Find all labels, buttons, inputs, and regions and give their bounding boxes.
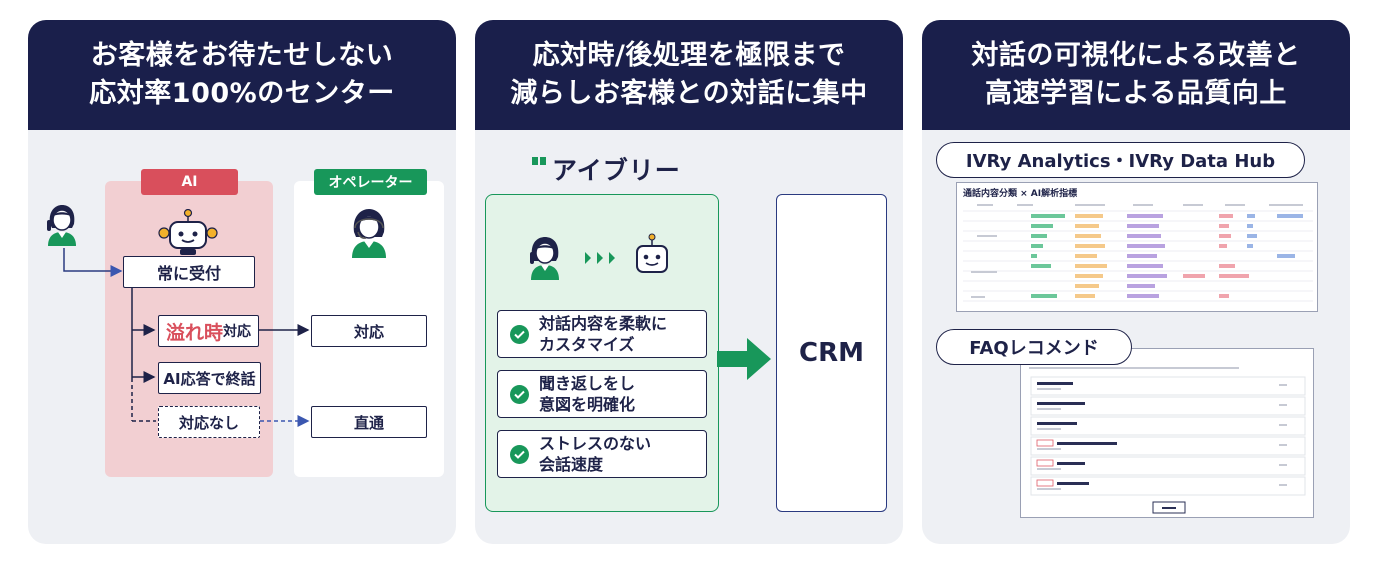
overflow-emphasis: 溢れ時 xyxy=(165,321,223,344)
analytics-screenshot: 通話内容分類 × AI解析指標 xyxy=(956,182,1318,312)
panel-title-line-1: 応対時/後処理を極限まで xyxy=(532,40,846,71)
panel-ivry-focus: 応対時/後処理を極限まで 減らしお客様との対話に集中 アイブリー xyxy=(475,20,903,544)
panel-visualization: 対話の可視化による改善と 高速学習による品質向上 通話内容分類 × AI解析指標 xyxy=(922,20,1350,544)
operator-label: オペレーター xyxy=(314,169,427,195)
operator-respond-label: 対応 xyxy=(353,322,384,341)
panel-title-line-1: お客様をお待たせしない xyxy=(90,40,394,71)
ai-complete-box: AI応答で終話 xyxy=(158,362,261,394)
feature-line-2: カスタマイズ xyxy=(539,335,635,354)
bot-icon xyxy=(636,233,668,273)
ivry-logo-text: アイブリー xyxy=(552,156,681,185)
always-accept-label: 常に受付 xyxy=(156,264,221,283)
analytics-pill-label: IVRy Analytics・IVRy Data Hub xyxy=(965,151,1276,172)
operator-icon xyxy=(352,209,386,258)
feature-line-2: 意図を明確化 xyxy=(539,395,636,414)
feature-item: 聞き返しをし意図を明確化 xyxy=(497,370,707,418)
customer-icon xyxy=(47,205,76,246)
ai-label: AI xyxy=(141,169,238,195)
feature-line-1: 聞き返しをし xyxy=(539,374,636,393)
operator-respond-box: 対応 xyxy=(311,315,427,347)
panel-response-rate: お客様をお待たせしない 応対率100%のセンター AI オペレーター xyxy=(28,20,456,544)
feature-item: 対話内容を柔軟にカスタマイズ xyxy=(497,310,707,358)
ai-complete-label: AI応答で終話 xyxy=(163,369,256,388)
direct-box: 直通 xyxy=(311,406,427,438)
ai-robot-icon xyxy=(158,209,218,255)
ivry-logo-mark-icon xyxy=(532,157,546,165)
check-icon xyxy=(510,324,529,344)
call-to-ai-illustration xyxy=(530,233,668,280)
panel-title-line-2: 高速学習による品質向上 xyxy=(985,78,1287,109)
overflow-suffix: 対応 xyxy=(223,324,251,340)
feature-line-1: ストレスのない xyxy=(539,434,652,453)
faq-pill: FAQレコメンド xyxy=(936,329,1132,365)
feature-line-2: 会話速度 xyxy=(539,455,604,474)
flow-connectors xyxy=(63,248,310,427)
check-icon xyxy=(510,444,529,464)
always-accept-box: 常に受付 xyxy=(123,256,255,288)
panel-title-line-1: 対話の可視化による改善と xyxy=(971,40,1301,71)
faq-list-graphic xyxy=(1021,349,1313,517)
feature-line-1: 対話内容を柔軟に xyxy=(539,314,668,333)
caller-icon xyxy=(530,237,559,280)
check-icon xyxy=(510,384,529,404)
faq-screenshot xyxy=(1020,348,1314,518)
panel-header: 対話の可視化による改善と 高速学習による品質向上 xyxy=(922,20,1350,130)
direct-label: 直通 xyxy=(353,413,384,432)
panel-header: 応対時/後処理を極限まで 減らしお客様との対話に集中 xyxy=(475,20,903,130)
feature-item: ストレスのない会話速度 xyxy=(497,430,707,478)
no-response-label: 対応なし xyxy=(178,413,239,432)
faq-pill-label: FAQレコメンド xyxy=(969,338,1099,359)
crm-label: CRM xyxy=(799,338,864,368)
no-response-box: 対応なし xyxy=(158,406,260,438)
arrow-right-icon xyxy=(717,338,771,380)
panel-title-line-2: 応対率100%のセンター xyxy=(89,78,395,109)
ivry-logo: アイブリー xyxy=(532,154,681,185)
crm-box: CRM xyxy=(776,194,887,512)
analytics-table-title: 通話内容分類 × AI解析指標 xyxy=(963,189,1078,199)
panel-header: お客様をお待たせしない 応対率100%のセンター xyxy=(28,20,456,130)
panel-title-line-2: 減らしお客様との対話に集中 xyxy=(510,78,868,109)
analytics-pill: IVRy Analytics・IVRy Data Hub xyxy=(936,142,1305,178)
overflow-box: 溢れ時 対応 xyxy=(158,315,259,347)
analytics-table-graphic xyxy=(963,204,1313,302)
